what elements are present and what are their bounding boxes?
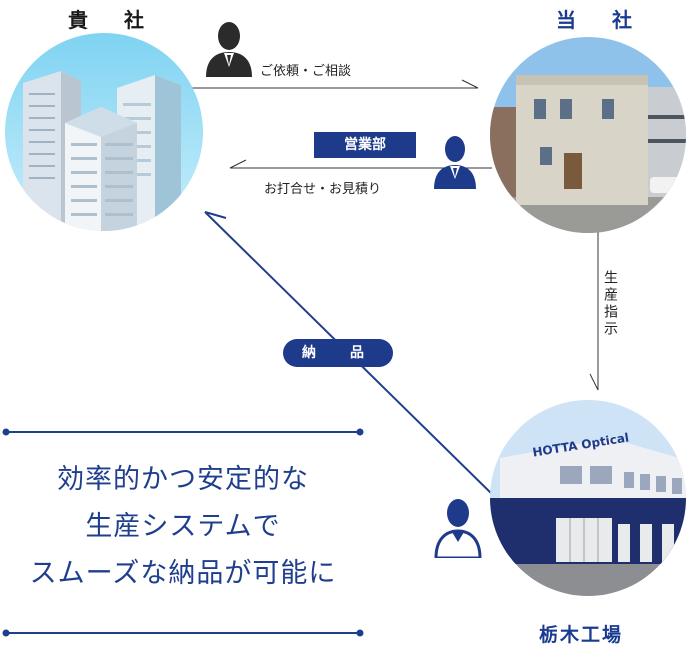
client-building-image [5, 33, 203, 231]
delivery-arrow-head [204, 211, 227, 219]
client-person-icon [206, 22, 252, 77]
delivery-badge: 納 品 [283, 339, 393, 367]
production-arrow-head [589, 373, 599, 391]
request-label: ご依頼・ご相談 [260, 64, 352, 79]
meeting-arrow-head [229, 159, 247, 169]
divider-bottom-dot-right [356, 629, 364, 637]
client-label: 貴 社 [68, 8, 152, 32]
factory-building-image: HOTTA Optical [490, 400, 686, 596]
meeting-label: お打合せ・お見積り [264, 182, 382, 197]
headline-line-2: 生産システムで [85, 511, 281, 542]
divider-top-dot-right [356, 428, 364, 436]
request-arrow-head [461, 79, 479, 89]
divider-top-dot-left [2, 428, 10, 436]
factory-worker-icon [434, 499, 482, 558]
sales-dept-badge: 営業部 [314, 132, 416, 158]
headline-line-3: スムーズな納品が可能に [29, 558, 337, 589]
headline-line-1: 効率的かつ安定的な [57, 464, 309, 495]
production-label: 生産指示 [602, 270, 618, 338]
company-label: 当 社 [556, 8, 640, 32]
factory-label: 栃木工場 [539, 624, 624, 646]
sales-person-icon [434, 136, 476, 189]
company-building-image [490, 37, 686, 233]
headline-block: 効率的かつ安定的な 生産システムで スムーズな納品が可能に [0, 456, 366, 597]
divider-bottom-dot-left [2, 629, 10, 637]
